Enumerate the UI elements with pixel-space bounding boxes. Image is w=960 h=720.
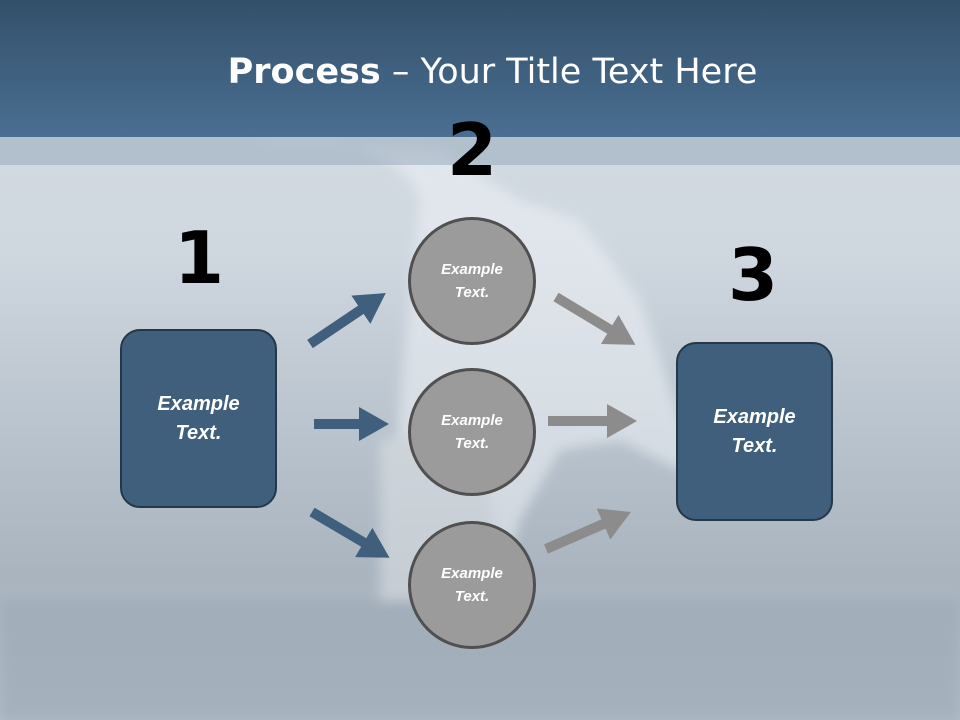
title-bold: Process — [227, 52, 381, 92]
title-rest: – Your Title Text Here — [380, 52, 758, 92]
slide-title: Process – Your Title Text Here — [0, 52, 960, 92]
title-bar — [0, 0, 960, 137]
step-number-2: 2 — [446, 108, 498, 192]
arrow-1-to-2a — [307, 293, 386, 349]
step-number-1: 1 — [173, 216, 225, 300]
header-band — [0, 137, 960, 165]
step-number-3: 3 — [727, 233, 779, 317]
circle-text-line: Text. — [454, 435, 490, 452]
arrow-1-to-2c — [309, 507, 390, 558]
box-text-line: Text. — [731, 434, 778, 457]
circle-text-line: Example — [441, 261, 503, 278]
circle-text-line: Example — [441, 412, 503, 429]
box-text-line: Example — [713, 405, 796, 428]
box-text-line: Text. — [175, 421, 222, 444]
circle-text-line: Text. — [454, 284, 490, 301]
circle-text-line: Example — [441, 565, 503, 582]
box-text-line: Example — [157, 392, 240, 415]
arrow-2c-to-3 — [544, 508, 631, 554]
arrow-2a-to-3 — [553, 292, 636, 345]
circle-text-line: Text. — [454, 588, 490, 605]
